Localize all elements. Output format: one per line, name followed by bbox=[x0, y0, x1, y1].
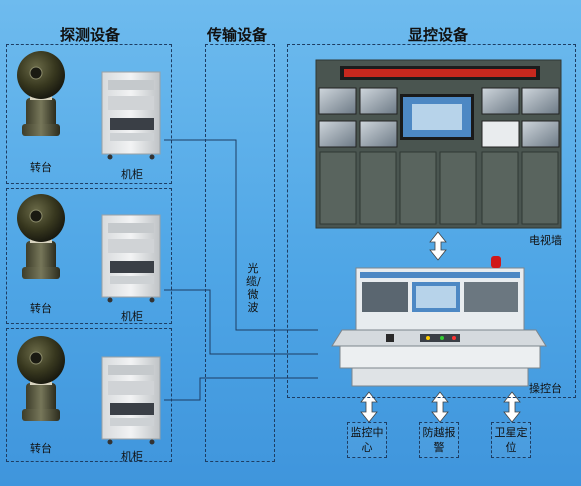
detection-unit-1 bbox=[17, 51, 161, 160]
subsystem-arrows bbox=[360, 391, 521, 423]
subsystem-monitoring-center: 监控中心 bbox=[347, 422, 387, 458]
tv-wall bbox=[315, 59, 562, 229]
turntable-camera bbox=[17, 51, 65, 136]
turntable-label-1: 转台 bbox=[30, 161, 52, 174]
cabinet-label-1: 机柜 bbox=[121, 168, 143, 181]
signal-lines bbox=[164, 139, 318, 401]
tv-wall-label: 电视墙 bbox=[529, 234, 562, 247]
cabinet bbox=[101, 71, 161, 160]
cabinet bbox=[101, 214, 161, 303]
detection-unit-2 bbox=[17, 194, 161, 303]
console-label: 操控台 bbox=[529, 382, 562, 395]
section-title-transmission: 传输设备 bbox=[207, 26, 268, 44]
alarm-light bbox=[491, 256, 501, 268]
transmission-box bbox=[205, 44, 275, 462]
tv-wall-console-arrow bbox=[429, 231, 447, 261]
display-control-box bbox=[287, 44, 576, 398]
subsystem-intrusion-alarm: 防越报警 bbox=[419, 422, 459, 458]
transmission-medium-label: 光缆/微波 bbox=[246, 262, 261, 314]
cabinet-label-3: 机柜 bbox=[121, 450, 143, 463]
cabinet bbox=[101, 356, 161, 445]
turntable-label-3: 转台 bbox=[30, 442, 52, 455]
detection-box-2 bbox=[6, 188, 172, 324]
section-title-detection: 探测设备 bbox=[60, 26, 121, 44]
led-banner bbox=[344, 69, 536, 77]
section-title-display-control: 显控设备 bbox=[408, 26, 469, 44]
detection-box-3 bbox=[6, 328, 172, 462]
turntable-camera bbox=[17, 194, 65, 279]
detection-box-1 bbox=[6, 44, 172, 184]
cabinet-label-2: 机柜 bbox=[121, 310, 143, 323]
detection-unit-3 bbox=[17, 336, 161, 445]
signal-line-1 bbox=[164, 139, 318, 331]
signal-line-3 bbox=[164, 377, 318, 401]
control-console bbox=[331, 256, 547, 387]
subsystem-satellite-positioning: 卫星定位 bbox=[491, 422, 531, 458]
signal-line-2 bbox=[164, 289, 318, 355]
turntable-label-2: 转台 bbox=[30, 302, 52, 315]
turntable-camera bbox=[17, 336, 65, 421]
